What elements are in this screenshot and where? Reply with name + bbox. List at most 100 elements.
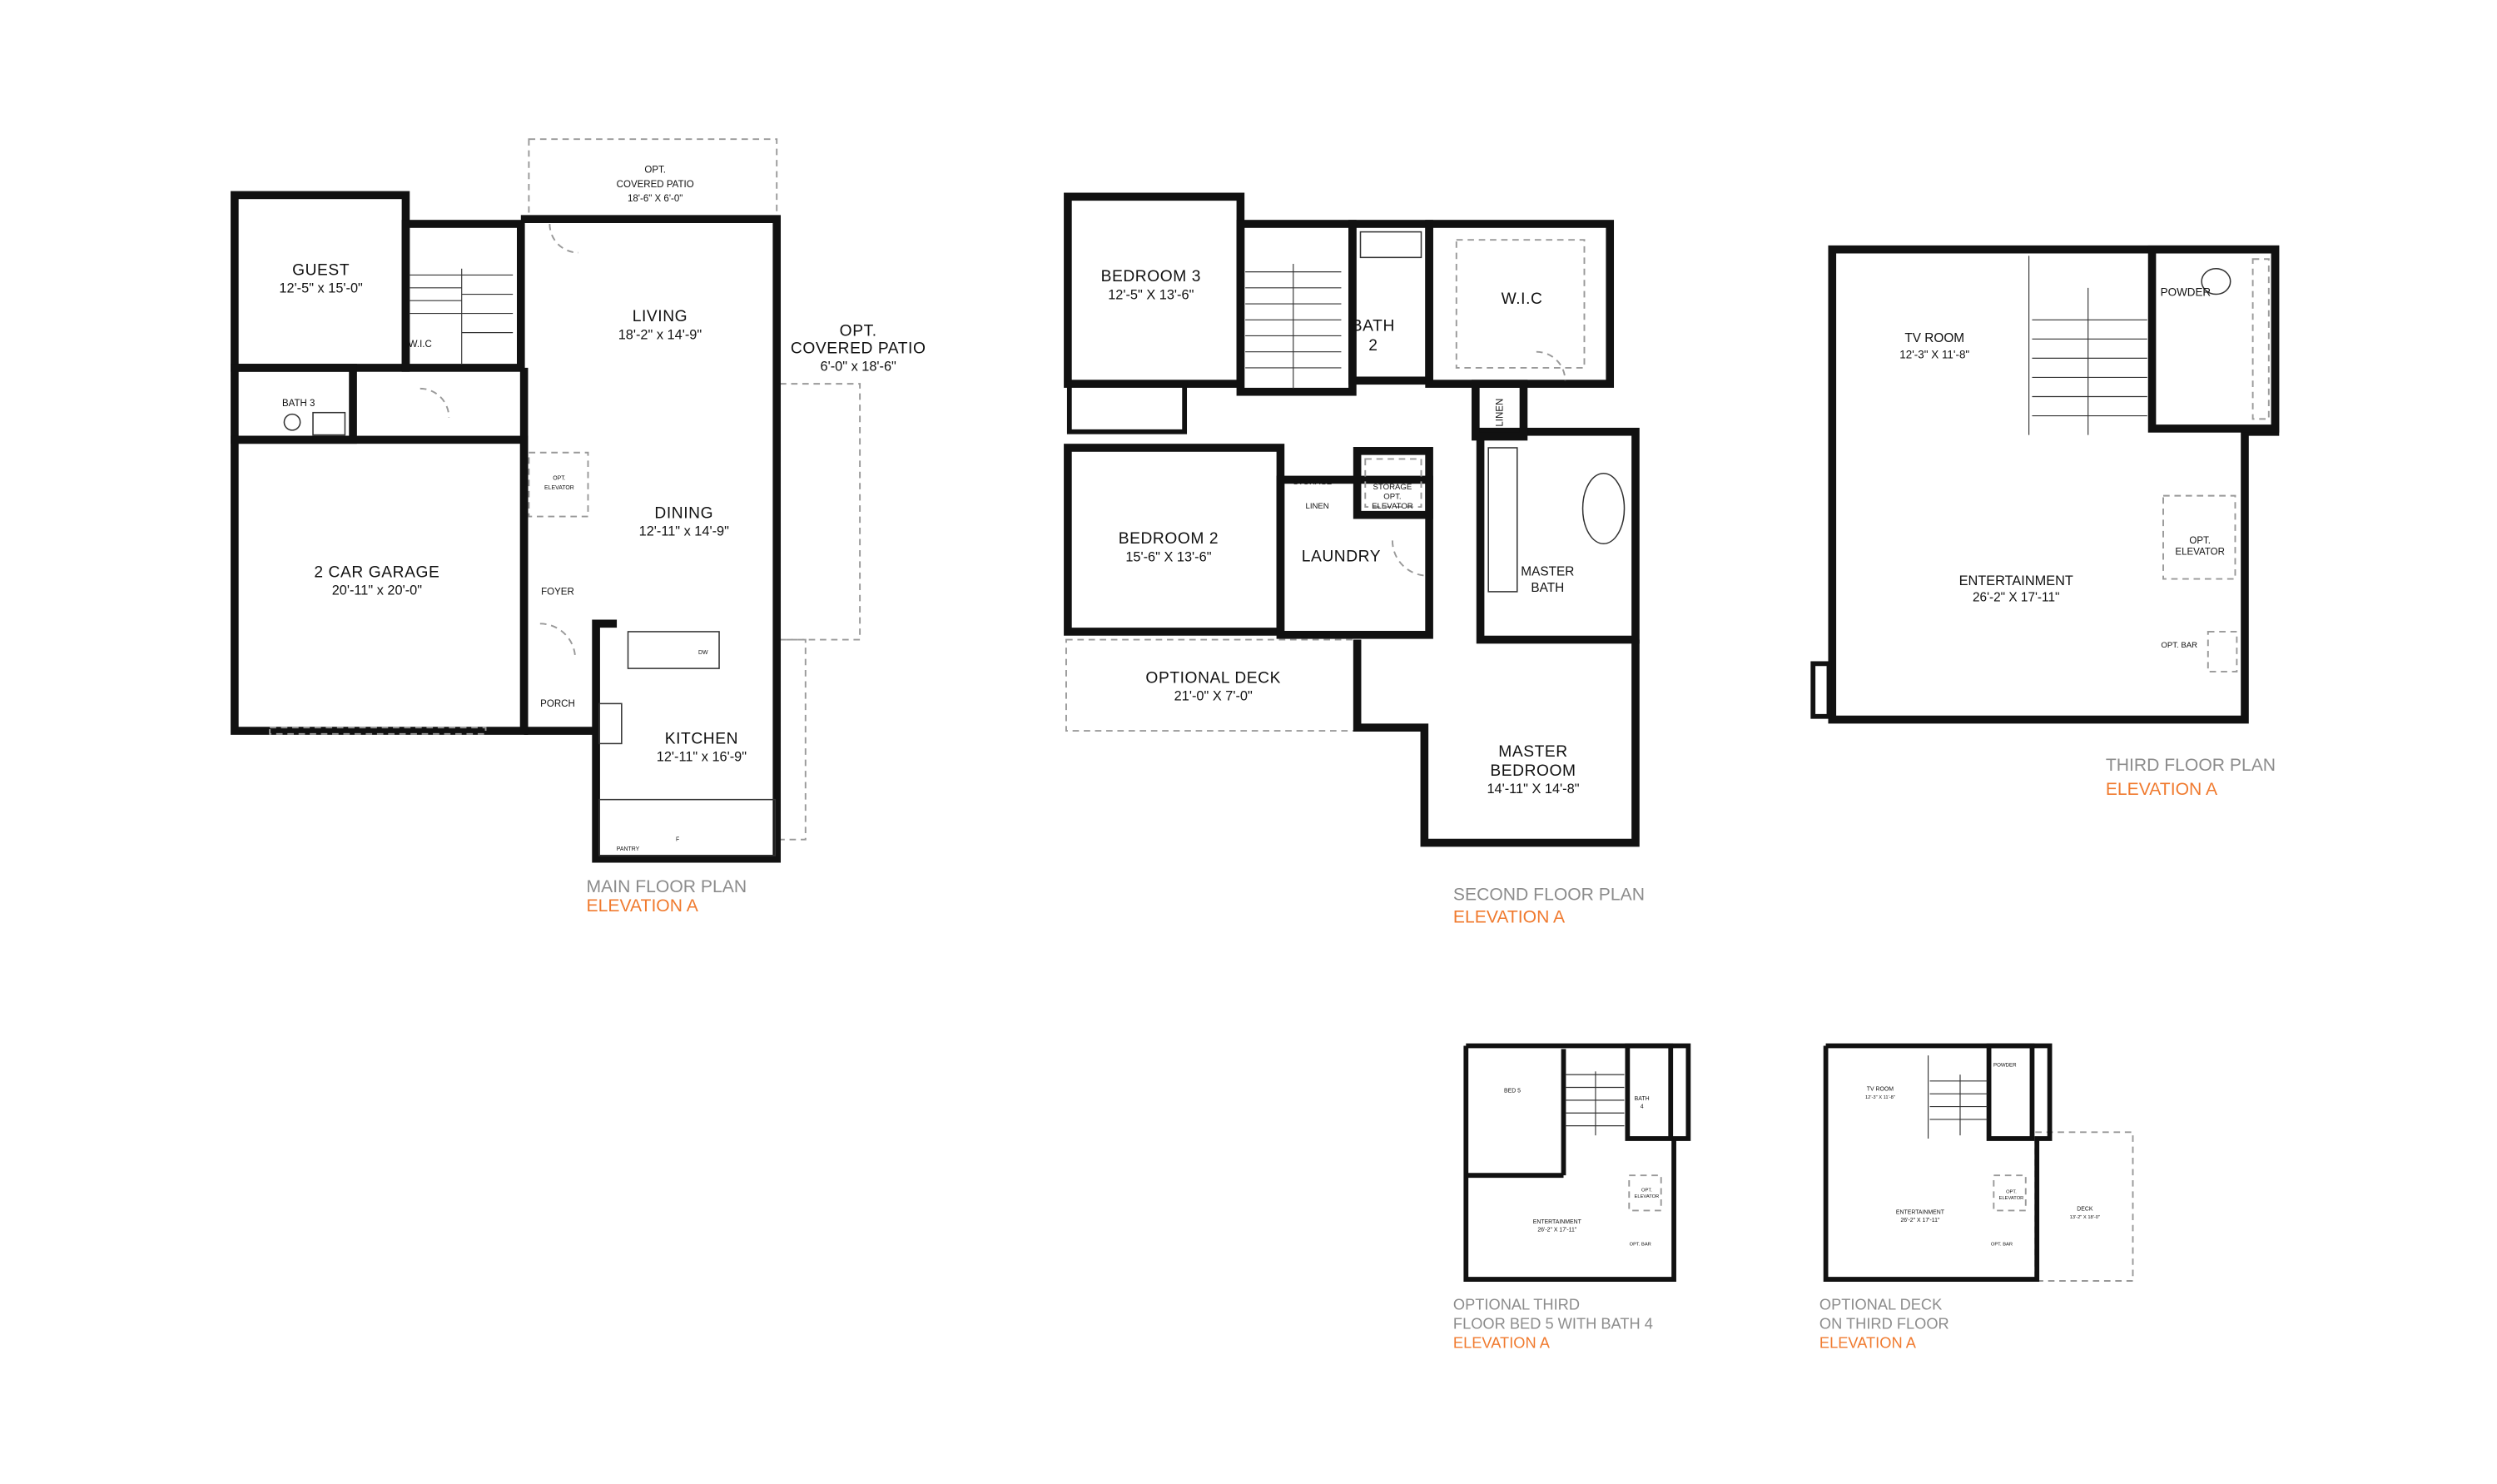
entertainment-dims: 26'-2" X 17'-11" xyxy=(1973,590,2059,604)
entertainment-label: ENTERTAINMENT xyxy=(1896,1209,1945,1215)
elevator-label-2: ELEVATOR xyxy=(544,485,574,491)
elevator-label-2: ELEVATOR xyxy=(2175,548,2225,558)
bed5-stairs xyxy=(1565,1071,1625,1136)
garage-door-swing[interactable] xyxy=(419,387,450,418)
bed5-outer-wall xyxy=(1463,1043,1691,1282)
third-floor-plan: TV ROOM 12'-3" X 11'-8" POWDER OPT. ELEV… xyxy=(1810,245,2280,799)
bedroom2-dims: 15'-6" X 13'-6" xyxy=(1125,549,1211,564)
foyer-label: FOYER xyxy=(541,588,574,598)
master-bedroom-wall xyxy=(1353,639,1640,847)
entertainment-dims: 26'-2" X 17'-11" xyxy=(1537,1227,1577,1233)
kitchen-dims: 12'-11" x 16'-9" xyxy=(657,750,747,765)
opt-elevator-outline xyxy=(528,451,589,518)
powder-label: POWDER xyxy=(2161,285,2212,298)
opt-elevator-outline xyxy=(1628,1174,1662,1212)
guest-label: GUEST xyxy=(292,261,350,279)
tv-room-dims: 12'-3" X 11'-8" xyxy=(1865,1095,1895,1100)
front-door-swing[interactable] xyxy=(539,623,577,659)
bathtub-oval xyxy=(1581,472,1626,545)
tv-room-label: TV ROOM xyxy=(1867,1086,1894,1092)
living-label: LIVING xyxy=(633,308,688,325)
living-dims: 18'-2" x 14'-9" xyxy=(618,327,702,342)
third-floor-notch xyxy=(1810,661,1832,719)
linen-closet-wall xyxy=(1472,380,1528,441)
main-floor-title: MAIN FLOOR PLAN xyxy=(587,877,747,896)
elevator-label-1: OPT. xyxy=(2189,536,2211,546)
optional-deck-plan: TV ROOM 12'-3" X 11'-8" POWDER OPT. ELEV… xyxy=(1819,1043,2134,1352)
storage-elevator-label-1: STORAGE xyxy=(1373,483,1412,492)
sink xyxy=(312,411,346,436)
third-floor-title: THIRD FLOOR PLAN xyxy=(2106,756,2276,775)
stair-wall xyxy=(1236,220,1357,396)
garage-door[interactable] xyxy=(269,727,487,735)
entertainment-dims: 26'-2" X 17'-11" xyxy=(1900,1218,1940,1223)
deck-label: OPTIONAL DECK xyxy=(1145,669,1281,687)
bath4-label-1: BATH xyxy=(1635,1096,1650,1102)
master-bath-label-2: BATH xyxy=(1531,581,1564,595)
cooktop xyxy=(598,702,623,745)
bedroom2-label: BEDROOM 2 xyxy=(1119,530,1219,548)
patio-top-label-1: OPT. xyxy=(644,166,666,176)
toilet xyxy=(283,413,301,431)
opt-bar-label: OPT. BAR xyxy=(1991,1243,2013,1248)
kitchen-label: KITCHEN xyxy=(665,730,738,747)
laundry-door-swing[interactable] xyxy=(1391,540,1428,577)
bathtub xyxy=(1359,231,1422,259)
bed5-label: BED 5 xyxy=(1504,1088,1521,1094)
patio-door-swing[interactable] xyxy=(549,223,578,254)
closet xyxy=(1066,381,1188,434)
storage-label: STORAGE xyxy=(1293,478,1332,487)
tv-room-dims: 12'-3" X 11'-8" xyxy=(1899,348,1969,360)
wic-door-swing[interactable] xyxy=(1536,350,1566,381)
kitchen-sink-counter xyxy=(627,631,720,669)
deck-label: DECK xyxy=(2077,1206,2093,1212)
elevator-label-1: OPT. xyxy=(1641,1188,1652,1193)
linen-vertical-label: LINEN xyxy=(1495,399,1505,427)
toilet xyxy=(2201,268,2231,295)
bath2-label-2: 2 xyxy=(1368,337,1378,355)
deck-plan-stairs xyxy=(1927,1055,1988,1139)
dw-label: DW xyxy=(698,650,708,656)
bed5-title-2: FLOOR BED 5 WITH BATH 4 xyxy=(1453,1315,1653,1333)
opt-bar-label: OPT. BAR xyxy=(1630,1243,1651,1248)
double-vanity xyxy=(1487,447,1518,593)
wic-label: W.I.C xyxy=(1502,290,1543,308)
wic-label: W.I.C xyxy=(409,340,432,350)
master-bath-wall xyxy=(1476,427,1640,644)
elevator-label-2: ELEVATOR xyxy=(1999,1196,2024,1201)
closet-outline xyxy=(2251,258,2270,420)
opt-bar-label: OPT. BAR xyxy=(2161,641,2197,650)
entertainment-label: ENTERTAINMENT xyxy=(1533,1219,1582,1225)
opt-elevator-outline xyxy=(1993,1174,2027,1212)
stair-wall xyxy=(401,220,525,372)
bath2-label-1: BATH xyxy=(1352,318,1395,335)
third-floor-elevation: ELEVATION A xyxy=(2106,780,2218,799)
second-floor-title: SECOND FLOOR PLAN xyxy=(1453,886,1645,905)
patio-side-label-2: COVERED PATIO xyxy=(791,340,926,358)
storage-elevator-label-2: OPT. xyxy=(1383,492,1401,501)
deck-title-2: ON THIRD FLOOR xyxy=(1819,1315,1949,1333)
powder-wall xyxy=(1986,1043,2035,1141)
bath4-label-2: 4 xyxy=(1641,1104,1644,1109)
dining-dims: 12'-11" x 14'-9" xyxy=(639,524,729,539)
pantry-label: PANTRY xyxy=(617,846,640,852)
patio-top-dims: 18'-6" X 6'-0" xyxy=(628,194,683,204)
master-bath-label-1: MASTER xyxy=(1521,565,1574,579)
porch-label: PORCH xyxy=(540,699,575,709)
laundry-label: LAUNDRY xyxy=(1302,548,1381,565)
storage-elevator-wall xyxy=(1353,447,1433,519)
patio-top-label-2: COVERED PATIO xyxy=(617,180,694,190)
patio-side-label-1: OPT. xyxy=(840,322,877,340)
patio-side-dims: 6'-0" x 18'-6" xyxy=(821,360,897,375)
second-floor-elevation: ELEVATION A xyxy=(1453,908,1566,927)
living-dining-wall xyxy=(520,215,782,863)
garage-dims: 20'-11" x 20'-0" xyxy=(332,583,422,598)
deck-dims: 21'-0" X 7'-0" xyxy=(1174,689,1253,704)
third-stairs xyxy=(2028,256,2147,435)
master-bedroom-dims: 14'-11" X 14'-8" xyxy=(1487,782,1579,797)
pantry-counter xyxy=(598,798,777,856)
powder-label: POWDER xyxy=(1993,1063,2017,1069)
elevator-label-1: OPT. xyxy=(553,475,565,481)
elevator-label-2: ELEVATOR xyxy=(1635,1194,1660,1199)
